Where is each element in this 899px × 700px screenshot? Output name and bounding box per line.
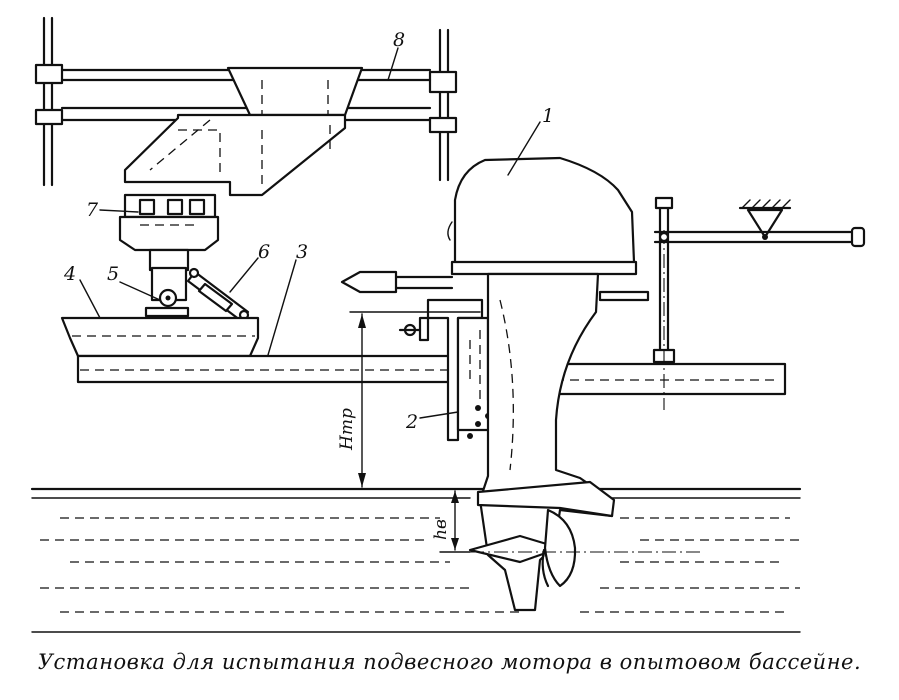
- label-bracket: 2: [405, 411, 418, 433]
- dimension-immersion-depth: hв: [431, 519, 451, 540]
- dynamometer: [118, 193, 220, 272]
- outboard-test-rig-diagram: 8 1 7 6 3 4 5 2 Hтр hв: [30, 16, 866, 633]
- figure-caption: Установка для испытания подвесного мотор…: [37, 650, 862, 674]
- platform: [60, 316, 260, 358]
- label-dynamometer: 7: [86, 199, 99, 221]
- leader-lines: [79, 47, 541, 419]
- beam: [76, 196, 866, 410]
- label-pivot: 5: [107, 263, 119, 285]
- strut: [186, 267, 250, 322]
- water-lines: [30, 487, 802, 633]
- label-platform: 4: [63, 263, 76, 285]
- outboard-motor: [340, 156, 700, 612]
- label-beam: 3: [296, 241, 308, 263]
- dimension-lines: [349, 311, 481, 553]
- dimension-transom-height: Hтр: [337, 408, 357, 451]
- pivot: [144, 266, 190, 318]
- label-strut: 6: [258, 241, 270, 263]
- label-motor: 1: [542, 105, 554, 127]
- label-carriage: 8: [393, 29, 405, 51]
- carriage: [34, 16, 458, 197]
